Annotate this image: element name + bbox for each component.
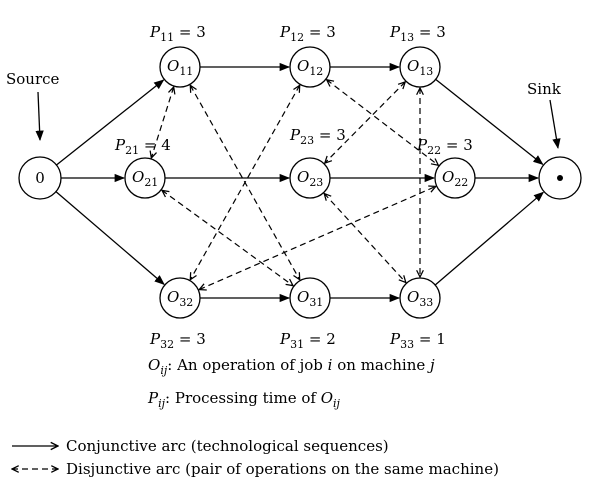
node-label: O22 [442, 168, 468, 189]
node-sink [538, 156, 582, 200]
node-label: 0 [35, 169, 45, 187]
time-label-o11: P11 = 3 [149, 23, 206, 44]
definition-oij: Oij: An operation of job i on machine j [148, 356, 435, 377]
disjunctive-arcs [151, 80, 438, 290]
source-label: Source [6, 70, 60, 88]
node-circle [124, 157, 166, 199]
node-label: O12 [297, 57, 323, 78]
legend-disjunctive-label: Disjunctive arc (pair of operations on t… [66, 460, 499, 478]
node-circle [399, 46, 441, 88]
node-source: 0 [18, 156, 62, 200]
node-o21: O21 [124, 157, 166, 199]
node-label: O21 [132, 168, 158, 189]
conjunctive-arcs [55, 62, 545, 303]
legend-conjunctive-label: Conjunctive arc (technological sequences… [66, 437, 389, 455]
time-label-o12: P12 = 3 [279, 23, 336, 44]
node-o32: O32 [159, 277, 201, 319]
time-label-o33: P33 = 1 [389, 330, 446, 351]
node-o11: O11 [159, 46, 201, 88]
node-label: O11 [167, 57, 193, 78]
time-label-o13: P13 = 3 [389, 23, 446, 44]
node-o13: O13 [399, 46, 441, 88]
disjunctive-arc-o13-o23 [325, 82, 405, 163]
definitions: Oij: An operation of job i on machine j … [147, 356, 435, 410]
legend-disjunctive: Disjunctive arc (pair of operations on t… [12, 460, 499, 478]
disjunctive-arc-o11-o21 [151, 87, 173, 158]
node-circle [18, 156, 62, 200]
node-o12: O12 [289, 46, 331, 88]
time-label-o21: P21 = 4 [114, 136, 171, 157]
node-label: O23 [297, 168, 323, 189]
node-circle [434, 157, 476, 199]
node-circle [289, 277, 331, 319]
node-o31: O31 [289, 277, 331, 319]
disjunctive-arc-o23-o33 [324, 193, 406, 282]
node-label: O32 [167, 288, 193, 309]
node-o23: O23 [289, 157, 331, 199]
node-circle [399, 277, 441, 319]
conjunctive-arc-source-o32 [55, 191, 165, 286]
legend-conjunctive: Conjunctive arc (technological sequences… [12, 437, 389, 455]
time-label-o31: P31 = 2 [279, 330, 336, 351]
node-circle [289, 157, 331, 199]
node-circle [159, 277, 201, 319]
conjunctive-arc-source-o11 [56, 79, 165, 166]
node-label: O31 [297, 288, 323, 309]
time-label-o22: P22 = 3 [416, 136, 473, 157]
disjunctive-arc-o21-o31 [162, 190, 293, 285]
sink-dot [557, 175, 563, 181]
time-label-o23: P23 = 3 [289, 126, 346, 147]
definition-pij: Pij: Processing time of Oij [147, 389, 341, 410]
time-label-o32: P32 = 3 [149, 330, 206, 351]
processing-time-labels: P11 = 3 P12 = 3 P13 = 3 P21 = 4 P23 = 3 P22 =… [114, 23, 473, 351]
conjunctive-arc-o13-sink [435, 78, 544, 165]
node-circle [289, 46, 331, 88]
source-annotation: Source [6, 70, 60, 142]
node-o33: O33 [399, 277, 441, 319]
node-label: O33 [407, 288, 433, 309]
node-o22: O22 [434, 157, 476, 199]
conjunctive-arc-o33-sink [434, 191, 545, 286]
legend: Conjunctive arc (technological sequences… [12, 437, 499, 478]
node-circle [159, 46, 201, 88]
node-label: O13 [407, 57, 433, 78]
sink-annotation: Sink [527, 80, 562, 150]
sink-label: Sink [527, 80, 562, 98]
